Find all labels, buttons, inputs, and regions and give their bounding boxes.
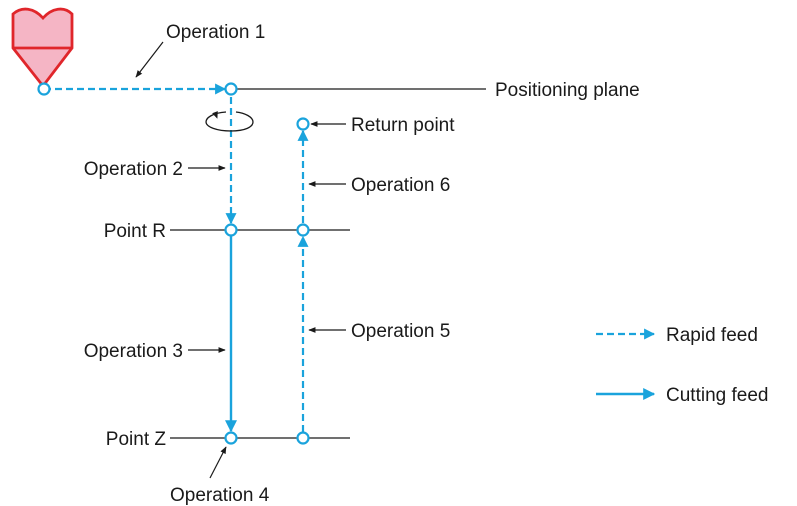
operation-4-leader [209, 446, 227, 479]
positioning-plane-point [224, 82, 238, 96]
point-r-label: Point R [104, 221, 166, 242]
legend-rapid-feed-label: Rapid feed [666, 325, 758, 346]
point-r-marker [224, 223, 238, 237]
operation-2-label: Operation 2 [84, 159, 183, 180]
drill-tool-icon [11, 7, 74, 89]
operation-1-label: Operation 1 [166, 22, 265, 43]
point-r-return-marker [296, 223, 310, 237]
operation-3-label: Operation 3 [84, 341, 183, 362]
point-z-marker [224, 431, 238, 445]
operation-5-label: Operation 5 [351, 321, 450, 342]
operation-1-leader [135, 41, 164, 78]
positioning-plane-label: Positioning plane [495, 80, 640, 101]
legend-cutting-feed-label: Cutting feed [666, 385, 768, 406]
return-point-label: Return point [351, 115, 455, 136]
return-point-marker [296, 117, 310, 131]
tool-tip-point [37, 82, 51, 96]
spindle-rotation-icon [205, 111, 254, 132]
operation-4-label: Operation 4 [170, 485, 270, 506]
legend: Rapid feed Cutting feed [596, 325, 768, 406]
point-z-return-marker [296, 431, 310, 445]
point-z-label: Point Z [106, 429, 167, 450]
operation-6-label: Operation 6 [351, 175, 450, 196]
